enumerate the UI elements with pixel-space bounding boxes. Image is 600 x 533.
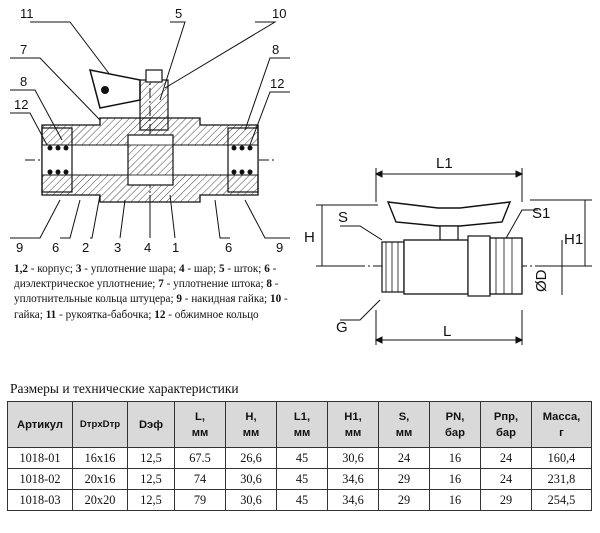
dim-S: S	[338, 209, 348, 226]
sectional-drawing: 11 5 10 7 8 12 8 12 9 6 2 3 4 1 6 9	[10, 6, 290, 255]
cell: 24	[480, 447, 532, 469]
dim-L1: L1	[436, 155, 453, 172]
cell: 29	[378, 489, 430, 511]
parts-legend: 1,2 - корпус; 3 - уплотнение шара; 4 - ш…	[14, 263, 288, 321]
cell: 45	[276, 468, 328, 490]
cell: 16x16	[72, 447, 128, 469]
col-Ppr: Pпр, бар	[480, 401, 532, 448]
cell: 231,8	[531, 468, 592, 490]
col-L1: L1, мм	[276, 401, 328, 448]
callout-6-right: 6	[225, 240, 232, 255]
dimension-drawing: L1 L H H1 S S1 G ØD	[304, 155, 592, 345]
cell: 30,6	[225, 468, 277, 490]
cell: 12,5	[127, 489, 175, 511]
callout-8-right: 8	[272, 42, 279, 57]
col-mass: Масса, г	[531, 401, 592, 448]
col-article: Артикул	[7, 401, 73, 448]
specs-table: Артикул DтрxDтр Dэф L, мм H, мм L1, мм H…	[7, 401, 592, 511]
cell: 26,6	[225, 447, 277, 469]
col-dtr: DтрxDтр	[72, 401, 128, 448]
cell: 29	[378, 468, 430, 490]
table-row: 1018-02 20x16 12,5 74 30,6 45 34,6 29 16…	[7, 468, 592, 490]
cell: 34,6	[327, 489, 379, 511]
cell: 24	[480, 468, 532, 490]
table-header-row: Артикул DтрxDтр Dэф L, мм H, мм L1, мм H…	[7, 401, 592, 448]
callout-12-right: 12	[270, 76, 284, 91]
dim-H: H	[304, 229, 315, 246]
cell: 34,6	[327, 468, 379, 490]
callout-7: 7	[20, 42, 27, 57]
cell: 16	[429, 468, 481, 490]
callout-10: 10	[272, 6, 286, 21]
cell: 29	[480, 489, 532, 511]
callout-5: 5	[175, 6, 182, 21]
cell: 16	[429, 447, 481, 469]
callout-6-left: 6	[52, 240, 59, 255]
cell: 254,5	[531, 489, 592, 511]
callout-4: 4	[144, 240, 151, 255]
dim-L: L	[443, 323, 451, 340]
cell: 20x20	[72, 489, 128, 511]
cell: 1018-01	[7, 447, 73, 469]
callout-9-right: 9	[276, 240, 283, 255]
cell: 20x16	[72, 468, 128, 490]
col-def: Dэф	[127, 401, 175, 448]
dim-G: G	[336, 319, 348, 336]
cell: 12,5	[127, 468, 175, 490]
table-row: 1018-01 16x16 12,5 67.5 26,6 45 30,6 24 …	[7, 447, 592, 469]
col-L: L, мм	[174, 401, 226, 448]
callout-2: 2	[82, 240, 89, 255]
cell: 67.5	[174, 447, 226, 469]
dim-S1: S1	[532, 205, 550, 222]
col-PN: PN, бар	[429, 401, 481, 448]
table-title: Размеры и технические характеристики	[10, 381, 239, 396]
cell: 45	[276, 447, 328, 469]
callout-12-left: 12	[14, 97, 28, 112]
cell: 12,5	[127, 447, 175, 469]
col-H1: H1, мм	[327, 401, 379, 448]
dim-D: ØD	[533, 269, 550, 292]
cell: 30,6	[225, 489, 277, 511]
callout-11: 11	[20, 6, 34, 21]
cell: 24	[378, 447, 430, 469]
callout-3: 3	[114, 240, 121, 255]
cell: 74	[174, 468, 226, 490]
cell: 1018-02	[7, 468, 73, 490]
cell: 79	[174, 489, 226, 511]
dim-H1: H1	[564, 231, 583, 248]
cell: 16	[429, 489, 481, 511]
callout-9-left: 9	[16, 240, 23, 255]
callout-8-left: 8	[20, 74, 27, 89]
cell: 30,6	[327, 447, 379, 469]
col-S: S, мм	[378, 401, 430, 448]
table-row: 1018-03 20x20 12,5 79 30,6 45 34,6 29 16…	[7, 489, 592, 511]
cell: 160,4	[531, 447, 592, 469]
col-H: H, мм	[225, 401, 277, 448]
cell: 45	[276, 489, 328, 511]
cell: 1018-03	[7, 489, 73, 511]
callout-1: 1	[172, 240, 179, 255]
